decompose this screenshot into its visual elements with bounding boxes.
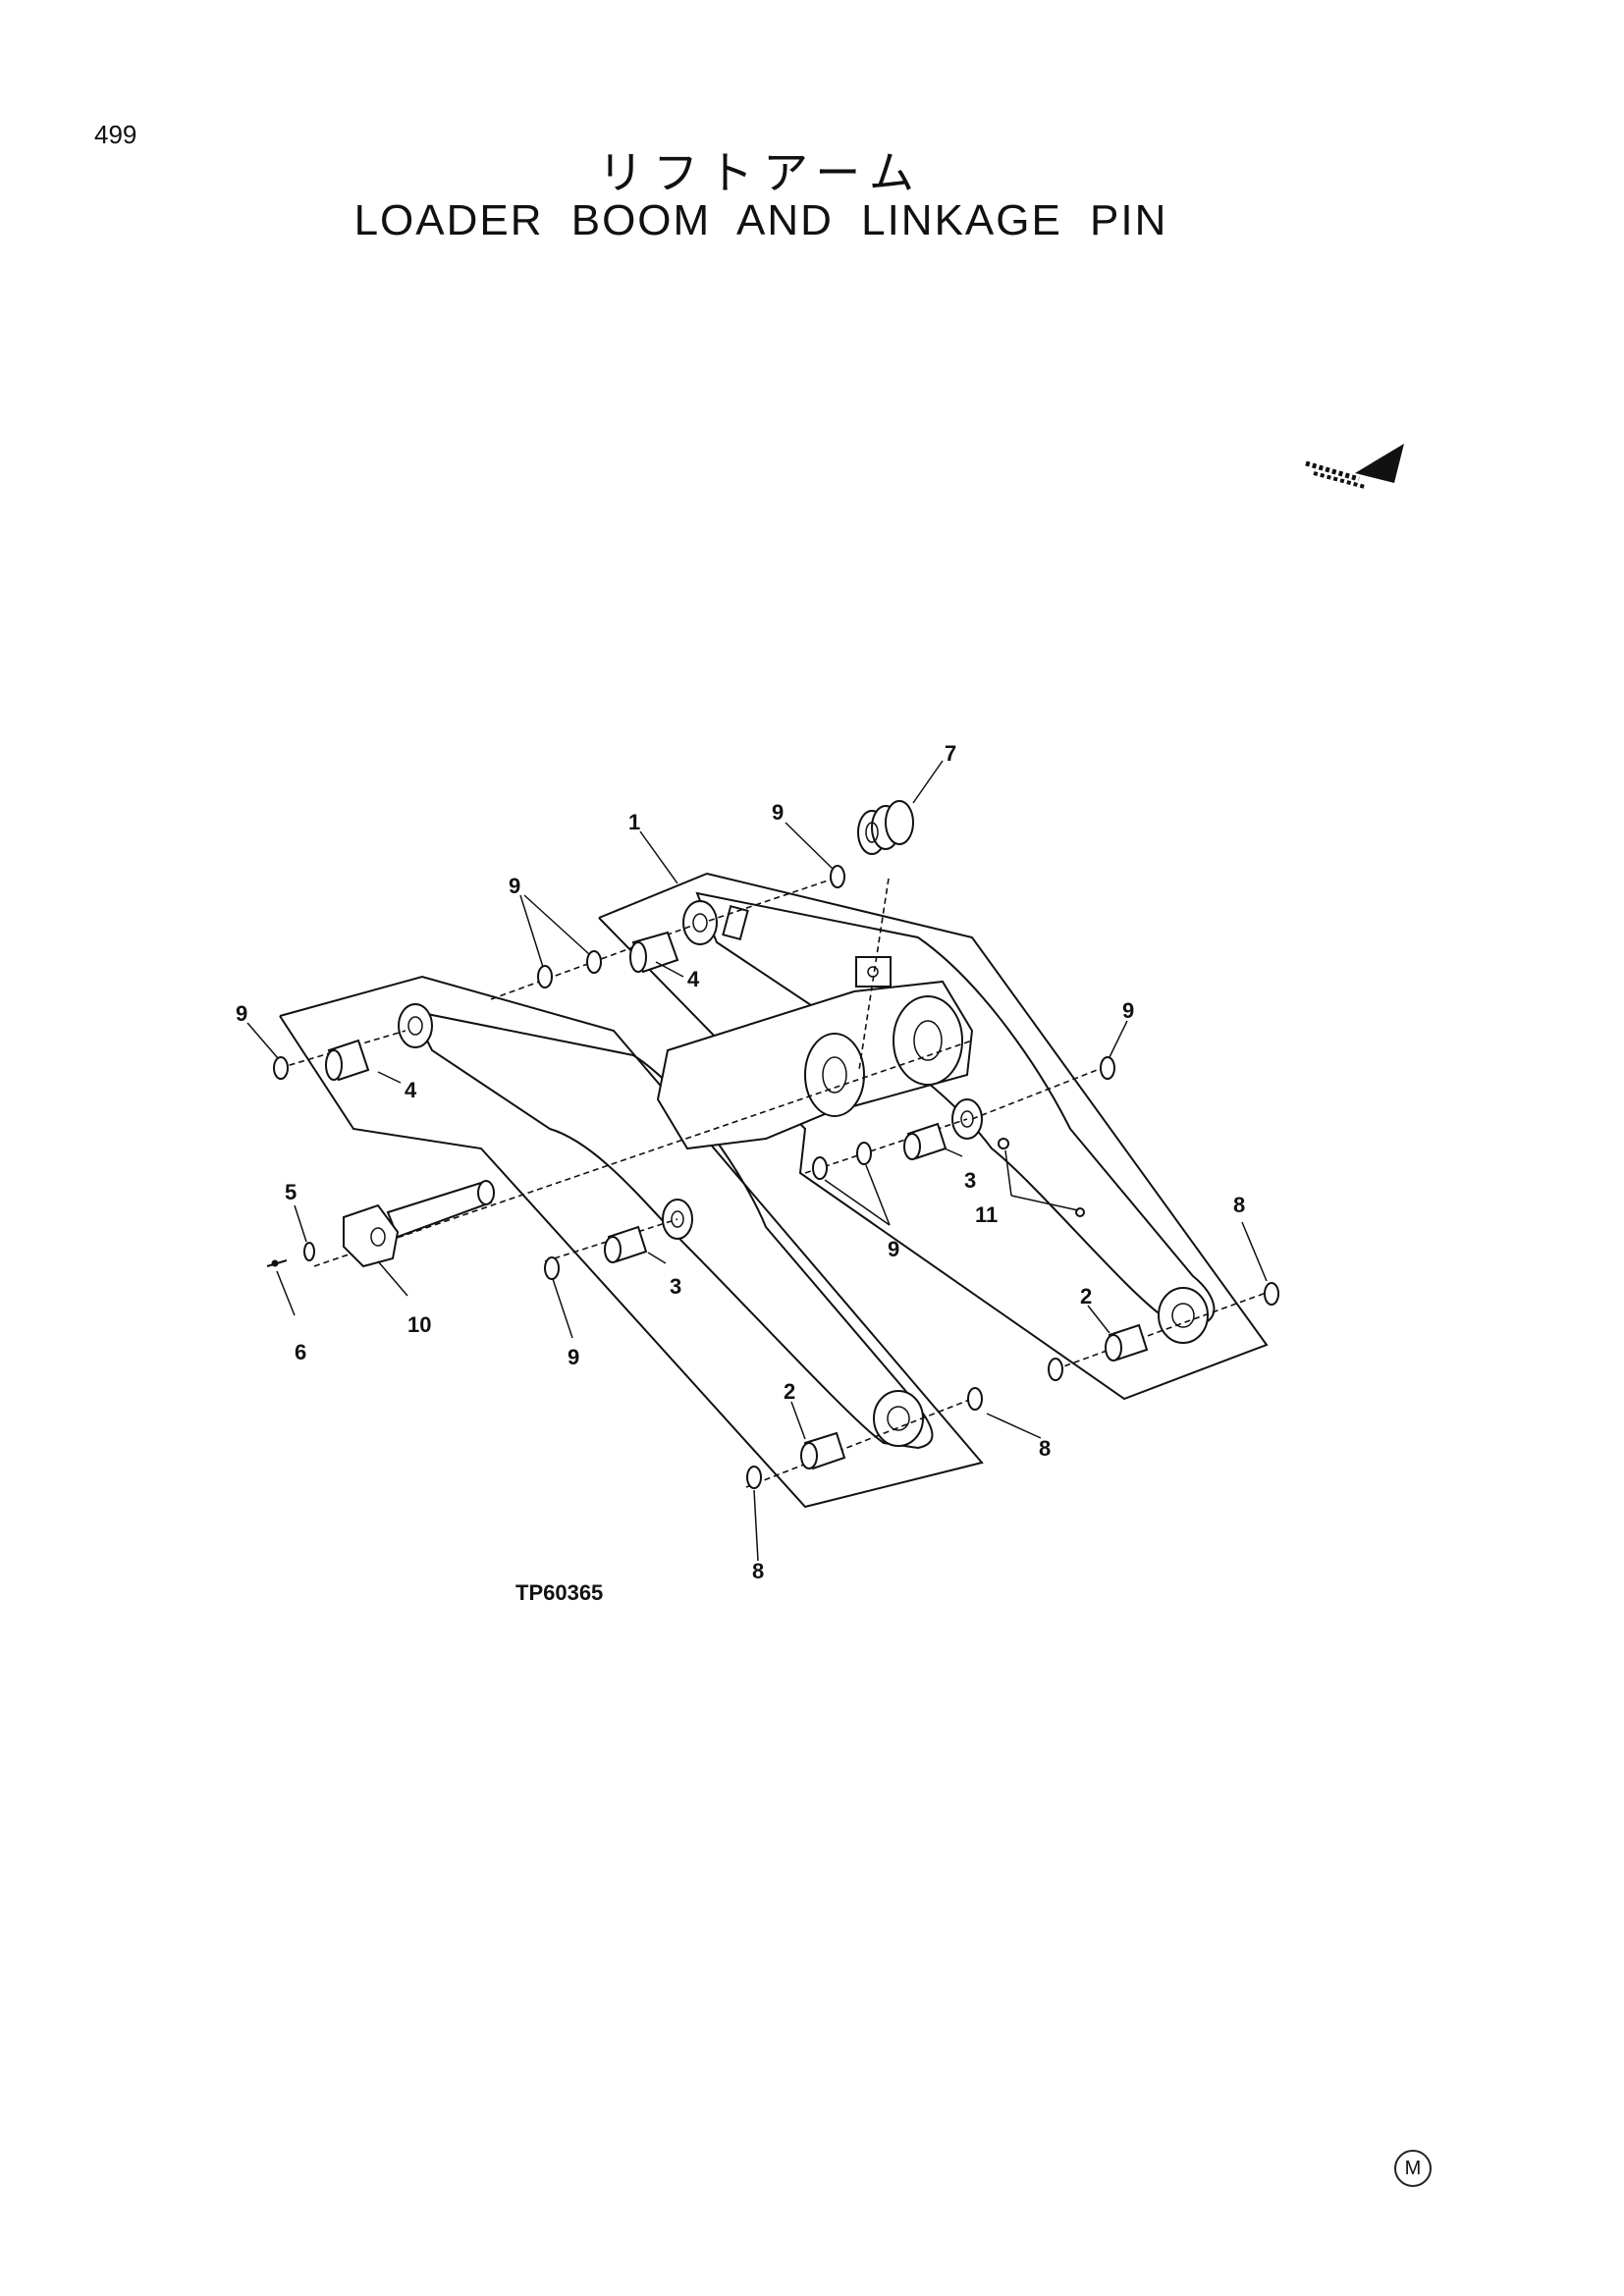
seal-9-mid-a — [812, 1156, 828, 1180]
right-pivot-boss — [682, 900, 718, 945]
callout-10: 10 — [407, 1312, 431, 1337]
seal-9-mid-b — [856, 1142, 872, 1165]
title-english: LOADER BOOM AND LINKAGE PIN — [353, 196, 1168, 244]
left-boom-arm — [410, 1009, 934, 1450]
callout-9: 9 — [509, 874, 520, 898]
manufacturer-mark: M — [1394, 2150, 1432, 2187]
callout-9: 9 — [236, 1001, 247, 1026]
group-outline-right — [598, 872, 1269, 1401]
callout-9: 9 — [888, 1237, 899, 1261]
bushing-4-top — [629, 931, 679, 974]
bushing-4-left — [325, 1039, 370, 1082]
bushing-2-left — [800, 1431, 846, 1470]
seal-8-a — [746, 1466, 762, 1489]
shim-stack-7 — [857, 800, 914, 855]
top-tab — [722, 904, 749, 941]
seal-9-top-c — [830, 865, 845, 888]
left-bottom-boss — [873, 1390, 924, 1447]
callout-9: 9 — [1122, 998, 1134, 1023]
callout-8: 8 — [752, 1559, 764, 1583]
callout-6: 6 — [295, 1340, 306, 1364]
callout-1: 1 — [628, 810, 640, 834]
seal-8-c — [1048, 1358, 1063, 1381]
seal-8-b — [967, 1387, 983, 1411]
seal-9-right — [1100, 1056, 1115, 1080]
title-japanese: リフトアーム — [598, 146, 924, 199]
callout-7: 7 — [945, 741, 956, 766]
callout-4: 4 — [687, 967, 700, 991]
callout-9: 9 — [772, 800, 784, 825]
callout-11: 11 — [975, 1202, 998, 1227]
bushing-3-left — [604, 1225, 648, 1263]
group-outline-left — [279, 975, 984, 1509]
pin-10 — [343, 1180, 495, 1268]
drawing-reference-code: TP60365 — [515, 1580, 603, 1605]
cross-tube-end-left — [804, 1033, 865, 1117]
seal-9-top-b — [586, 950, 602, 974]
callout-4: 4 — [405, 1078, 417, 1102]
cross-tube-end-right — [893, 995, 963, 1086]
grease-fitting-11-a — [998, 1138, 1009, 1149]
callout-8: 8 — [1039, 1436, 1051, 1461]
seal-9-lower — [544, 1256, 560, 1280]
bushing-2-right — [1105, 1323, 1149, 1362]
seal-9-top-a — [537, 965, 553, 988]
callout-2: 2 — [784, 1379, 795, 1404]
bushing-3-right — [903, 1122, 947, 1160]
callout-9: 9 — [568, 1345, 579, 1369]
seal-8-d — [1264, 1282, 1279, 1306]
page-number: 499 — [94, 120, 137, 149]
callout-3: 3 — [964, 1168, 976, 1193]
front-direction-arrow-icon — [1305, 444, 1404, 489]
left-pivot-boss — [398, 1003, 433, 1048]
callout-5: 5 — [285, 1180, 297, 1204]
callout-8: 8 — [1233, 1193, 1245, 1217]
callout-3: 3 — [670, 1274, 681, 1299]
right-bottom-boss — [1158, 1287, 1209, 1344]
seal-9-left — [273, 1056, 289, 1080]
callout-2: 2 — [1080, 1284, 1092, 1308]
mount-bracket — [855, 956, 892, 988]
bolt-6 — [266, 1259, 288, 1267]
washer-5 — [303, 1242, 315, 1261]
